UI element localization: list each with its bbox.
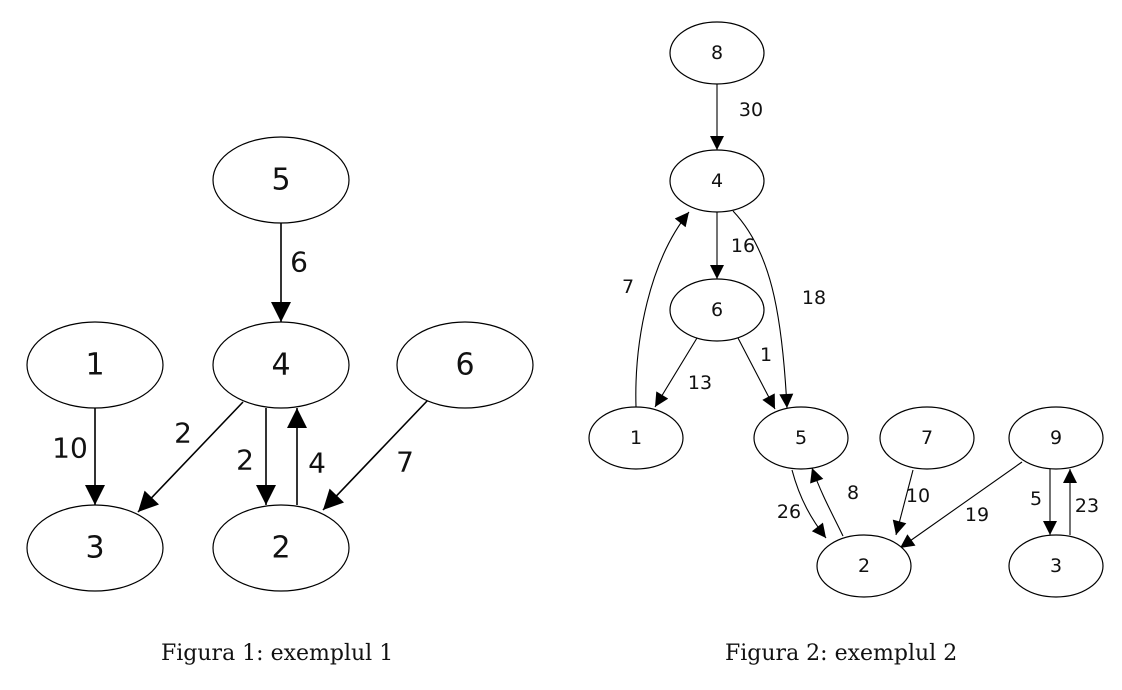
- edge-9-to-2: 19: [899, 461, 1023, 549]
- edge-weight-label: 7: [396, 446, 414, 479]
- node-2: 2: [816, 534, 912, 598]
- edge-weight-label: 19: [965, 504, 989, 526]
- node-4: 4: [212, 321, 350, 409]
- edge-weight-label: 6: [290, 246, 308, 279]
- edge-weight-label: 30: [739, 99, 763, 121]
- node-ellipse: [753, 406, 849, 470]
- node-label: 2: [271, 531, 290, 566]
- figure-2-caption: Figura 2: exemplul 2: [725, 641, 958, 666]
- edge-line-arrow: [899, 461, 1023, 549]
- node-label: 3: [85, 531, 104, 566]
- edge-6-to-5: 1: [737, 337, 776, 410]
- edge-weight-label: 16: [731, 235, 755, 257]
- node-ellipse: [669, 278, 765, 342]
- node-ellipse: [816, 534, 912, 598]
- edge-line-arrow: [654, 337, 698, 408]
- node-label: 5: [795, 427, 807, 449]
- edge-1-to-4: 7: [622, 211, 690, 408]
- node-ellipse: [212, 321, 350, 409]
- node-label: 3: [1050, 555, 1062, 577]
- node-label: 1: [85, 348, 104, 383]
- node-label: 6: [455, 348, 474, 383]
- node-3: 3: [26, 504, 164, 592]
- edge-3-to-9: 23: [1063, 469, 1099, 535]
- edge-1-to-3: 10: [52, 408, 105, 505]
- node-ellipse: [1008, 534, 1104, 598]
- edge-6-to-1: 13: [654, 337, 712, 408]
- node-7: 7: [879, 406, 975, 470]
- node-ellipse: [879, 406, 975, 470]
- node-label: 8: [711, 42, 723, 64]
- figure-1-caption: Figura 1: exemplul 1: [161, 641, 394, 666]
- edge-weight-label: 10: [52, 432, 88, 465]
- node-6: 6: [396, 321, 534, 409]
- node-label: 5: [271, 163, 290, 198]
- edge-4-to-6: 16: [710, 212, 755, 279]
- edge-weight-label: 2: [174, 417, 192, 450]
- node-label: 7: [921, 427, 933, 449]
- node-label: 1: [630, 427, 642, 449]
- edge-line-arrow: [635, 211, 690, 408]
- node-label: 4: [711, 170, 723, 192]
- node-ellipse: [212, 136, 350, 224]
- edge-line-arrow: [810, 467, 844, 537]
- edge-weight-label: 1: [760, 344, 772, 366]
- node-1: 1: [588, 406, 684, 470]
- node-5: 5: [212, 136, 350, 224]
- node-5: 5: [753, 406, 849, 470]
- node-4: 4: [669, 149, 765, 213]
- edge-line-arrow: [732, 210, 794, 409]
- edge-weight-label: 26: [777, 501, 801, 523]
- edge-weight-label: 4: [308, 447, 326, 480]
- edge-2-to-5: 8: [810, 467, 859, 537]
- node-2: 2: [212, 504, 350, 592]
- edge-line-arrow: [892, 469, 914, 536]
- edge-6-to-2: 7: [322, 399, 429, 511]
- edge-weight-label: 10: [906, 485, 930, 507]
- edge-4-to-5: 18: [732, 210, 826, 409]
- edge-line-arrow: [791, 469, 827, 539]
- edge-5-to-2: 26: [777, 469, 827, 539]
- node-ellipse: [1008, 406, 1104, 470]
- node-ellipse: [669, 21, 765, 85]
- node-ellipse: [26, 504, 164, 592]
- node-3: 3: [1008, 534, 1104, 598]
- edge-weight-label: 13: [688, 372, 712, 394]
- node-label: 2: [858, 555, 870, 577]
- edge-4-to-2: 2: [236, 408, 276, 505]
- node-1: 1: [26, 321, 164, 409]
- node-label: 4: [271, 348, 290, 383]
- edge-line-arrow: [137, 401, 244, 513]
- node-ellipse: [396, 321, 534, 409]
- edge-4-to-3: 2: [137, 401, 244, 513]
- edge-line-arrow: [322, 399, 429, 511]
- node-ellipse: [588, 406, 684, 470]
- node-6: 6: [669, 278, 765, 342]
- edge-weight-label: 18: [802, 287, 826, 309]
- edge-7-to-2: 10: [892, 469, 930, 536]
- node-ellipse: [212, 504, 350, 592]
- node-8: 8: [669, 21, 765, 85]
- edge-2-to-4: 4: [287, 408, 326, 505]
- node-label: 6: [711, 299, 723, 321]
- node-9: 9: [1008, 406, 1104, 470]
- edge-weight-label: 5: [1030, 488, 1042, 510]
- node-ellipse: [669, 149, 765, 213]
- edge-weight-label: 8: [847, 482, 859, 504]
- edge-weight-label: 7: [622, 276, 634, 298]
- node-ellipse: [26, 321, 164, 409]
- edge-9-to-3: 5: [1030, 469, 1057, 535]
- graph-figure-1: 6 10 2 2 4 7 5 1 4 6 3 2: [26, 136, 534, 592]
- edge-weight-label: 2: [236, 444, 254, 477]
- edge-5-to-4: 6: [271, 223, 308, 322]
- edge-line-arrow: [737, 337, 776, 410]
- edge-8-to-4: 30: [710, 84, 763, 150]
- node-label: 9: [1050, 427, 1062, 449]
- edge-weight-label: 23: [1075, 495, 1099, 517]
